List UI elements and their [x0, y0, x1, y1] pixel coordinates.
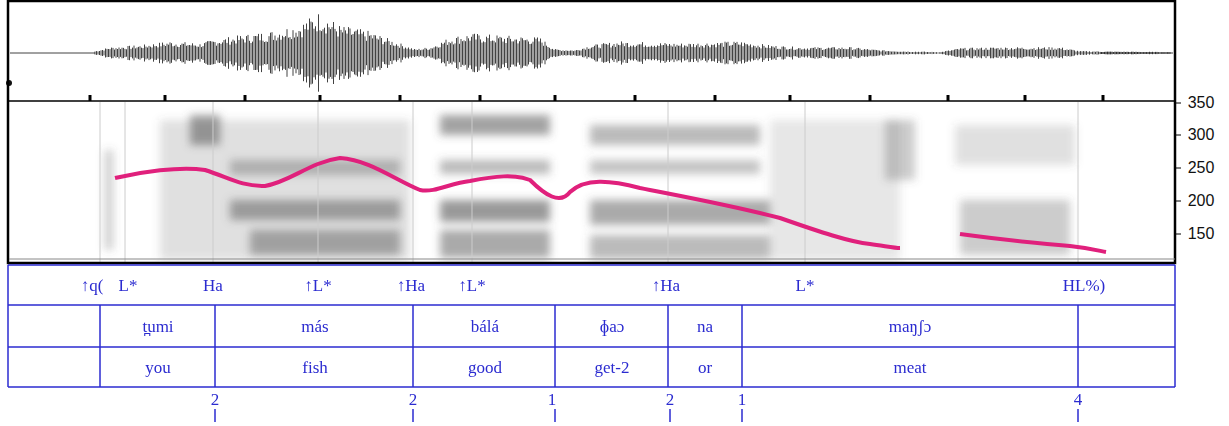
- pitch-track: [960, 234, 1106, 252]
- time-tick: [634, 95, 637, 101]
- time-tick: [164, 95, 167, 101]
- time-tick: [479, 95, 482, 101]
- word-label: na: [697, 318, 713, 335]
- time-tick: [947, 95, 950, 101]
- time-tick: [554, 95, 557, 101]
- time-ticks: [90, 95, 1103, 101]
- axis-value: 150: [1188, 226, 1215, 242]
- break-index: 1: [738, 391, 747, 408]
- break-index: 2: [409, 391, 418, 408]
- spectrogram: [105, 115, 1075, 260]
- time-tick: [714, 95, 717, 101]
- tone-label: ↑L*: [458, 277, 485, 294]
- axis-value: 350: [1188, 95, 1215, 111]
- tone-label: HL%): [1063, 277, 1105, 294]
- marker-lines: [100, 102, 1078, 262]
- gloss-label: or: [698, 359, 712, 376]
- tone-label: ↑Ha: [652, 277, 680, 294]
- word-label: bálá: [471, 318, 499, 335]
- gloss-label: fish: [302, 359, 328, 376]
- time-tick: [399, 95, 402, 101]
- break-index: 1: [548, 391, 557, 408]
- tone-label: L*: [119, 277, 138, 294]
- gloss-label: you: [145, 359, 171, 376]
- break-index: 2: [666, 391, 675, 408]
- time-tick: [244, 95, 247, 101]
- waveform-trace: [10, 14, 1173, 91]
- gloss-label: meat: [893, 359, 926, 376]
- tone-label: Ha: [203, 277, 223, 294]
- break-index: 2: [211, 391, 220, 408]
- pitch-track: [115, 158, 900, 248]
- axis-value: 300: [1188, 127, 1215, 143]
- tone-label: ↑q(: [81, 277, 104, 294]
- gloss-label: get-2: [595, 359, 630, 376]
- time-tick: [789, 95, 792, 101]
- tier-grid: [8, 265, 1175, 422]
- time-tick: [1102, 95, 1105, 101]
- time-tick: [1024, 95, 1027, 101]
- axis-value: 200: [1188, 193, 1215, 209]
- time-tick: [319, 95, 322, 101]
- tone-label: ↑Ha: [397, 277, 425, 294]
- axis-value: 250: [1188, 160, 1215, 176]
- time-tick: [869, 95, 872, 101]
- tone-label: ↑L*: [304, 277, 331, 294]
- waveform: [6, 14, 1173, 91]
- word-label: maŋʃɔ: [889, 318, 931, 335]
- frame: [8, 1, 1181, 263]
- word-label: t̪umi: [142, 318, 173, 335]
- word-label: ɸaɔ: [600, 318, 625, 335]
- break-index: 4: [1074, 391, 1083, 408]
- time-tick: [89, 95, 92, 101]
- gloss-label: good: [468, 359, 502, 376]
- word-label: más: [301, 318, 328, 335]
- tone-label: L*: [796, 277, 815, 294]
